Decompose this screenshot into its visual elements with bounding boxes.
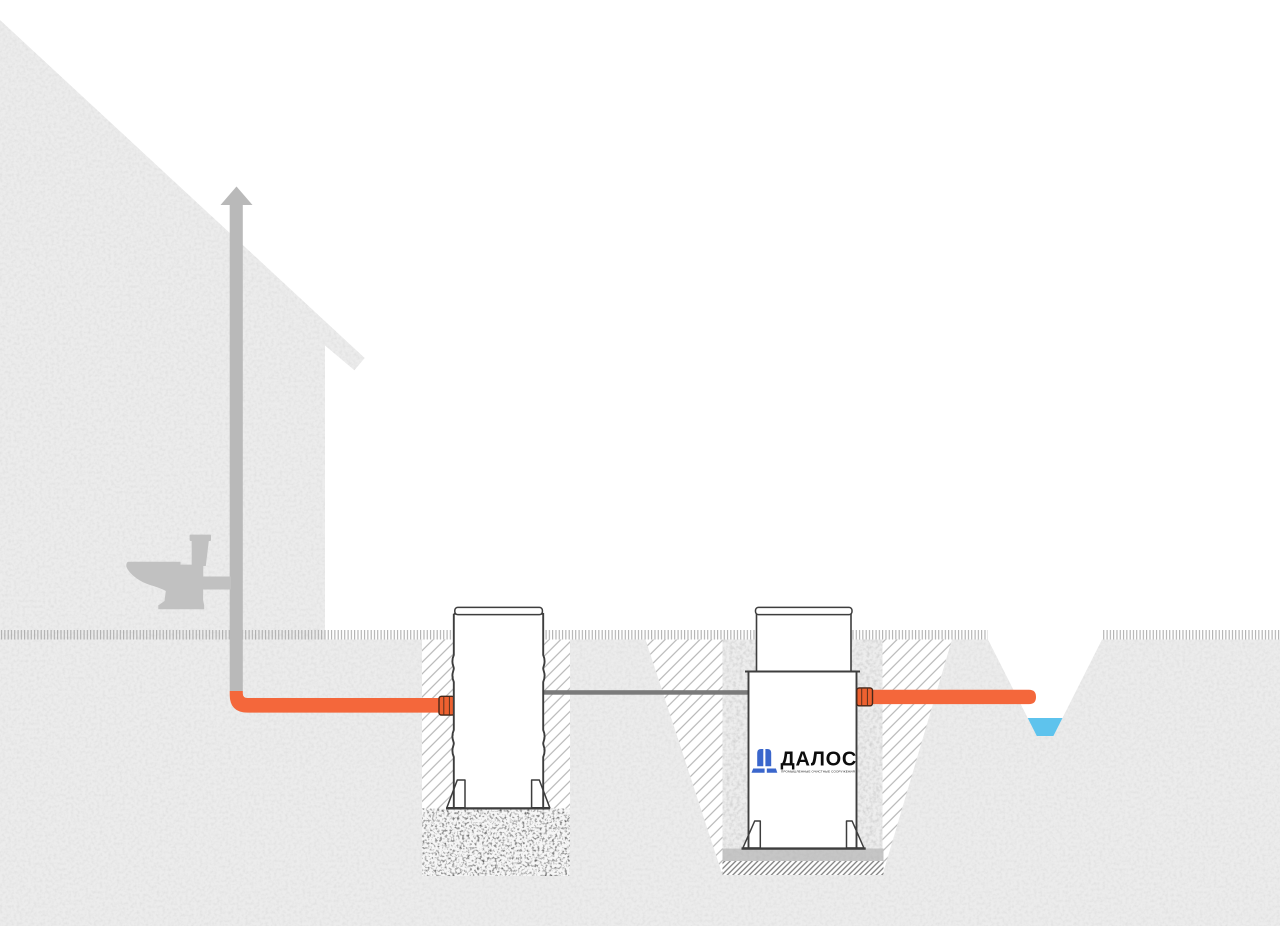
svg-text:ПРОМЫШЛЕННЫЕ ОЧИСТНЫЕ СООРУЖЕН: ПРОМЫШЛЕННЫЕ ОЧИСТНЫЕ СООРУЖЕНИЯ [781,769,855,773]
svg-text:ДАЛОС: ДАЛОС [781,749,857,771]
